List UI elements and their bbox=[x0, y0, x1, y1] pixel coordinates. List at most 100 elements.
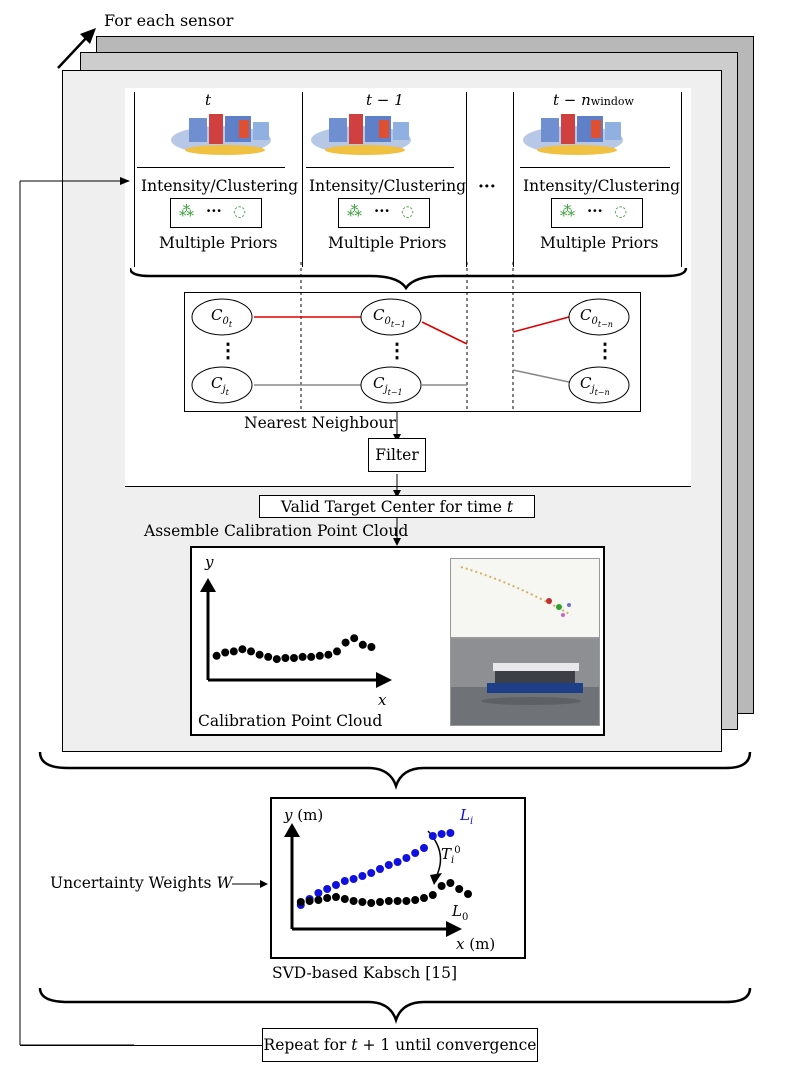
trajectory-photo bbox=[450, 558, 600, 638]
candidate-node bbox=[568, 366, 630, 404]
green-prior-icon: ◌ bbox=[614, 202, 628, 220]
calib-point bbox=[247, 647, 255, 656]
Li-point bbox=[358, 872, 367, 880]
lidar-scan-thumbnail bbox=[171, 114, 271, 155]
kabsch-y-axis-label: y (m) bbox=[284, 806, 324, 824]
priors-label: Multiple Priors bbox=[328, 234, 447, 252]
Li-point bbox=[384, 861, 393, 869]
calib-point bbox=[298, 652, 307, 661]
tracking-graph bbox=[191, 262, 630, 412]
L0-point bbox=[428, 891, 437, 899]
calib-caption: Calibration Point Cloud bbox=[198, 712, 383, 730]
method-label: Intensity/Clustering bbox=[523, 177, 681, 195]
L0-point bbox=[393, 897, 402, 905]
calib-point bbox=[350, 634, 359, 643]
Li-point bbox=[367, 869, 376, 877]
filter-box: Filter bbox=[368, 438, 426, 472]
frame-separator bbox=[513, 92, 514, 267]
repeat-label: Repeat for t + 1 until convergence bbox=[263, 1036, 537, 1054]
prior-ellipsis: ··· bbox=[206, 202, 222, 220]
calib-point bbox=[281, 654, 290, 662]
transform-label: Ti0 bbox=[441, 845, 461, 866]
L0-point bbox=[464, 890, 472, 898]
calib-cloud-chart bbox=[200, 578, 392, 688]
method-label: Intensity/Clustering bbox=[309, 177, 467, 195]
L0-point bbox=[420, 894, 428, 902]
L0-point bbox=[384, 897, 393, 905]
priors-box: ⁂ ··· ◌ bbox=[170, 198, 262, 228]
frame-time-label: t − nwindow bbox=[553, 91, 634, 109]
scan-brace bbox=[137, 167, 285, 168]
repeat-box: Repeat for t + 1 until convergence bbox=[262, 1028, 538, 1062]
panel-bottom-rule bbox=[125, 486, 691, 487]
calib-point bbox=[229, 647, 238, 656]
node-label: C0t bbox=[211, 306, 233, 329]
filter-label: Filter bbox=[375, 446, 419, 464]
Li-point bbox=[402, 854, 411, 862]
node-label: C0t−n bbox=[580, 306, 613, 329]
L0-point bbox=[446, 879, 455, 887]
green-prior-icon: ◌ bbox=[401, 202, 415, 220]
L0-point bbox=[305, 897, 314, 905]
lidar-scan-thumbnail bbox=[311, 114, 411, 155]
for-each-sensor-label: For each sensor bbox=[104, 11, 234, 30]
frame-separator bbox=[681, 92, 682, 267]
kabsch-x-axis-label: x (m) bbox=[456, 935, 496, 953]
Li-point bbox=[332, 881, 340, 889]
L0-point bbox=[332, 893, 340, 901]
calib-point bbox=[358, 640, 367, 649]
Li-label: Li bbox=[460, 806, 474, 827]
calib-point bbox=[367, 643, 376, 651]
calib-point bbox=[272, 655, 281, 664]
candidate-node bbox=[568, 298, 630, 336]
L0-point bbox=[437, 882, 446, 890]
weights-arrow bbox=[232, 880, 268, 888]
kabsch-brace bbox=[38, 987, 752, 1024]
calib-x-axis-label: x bbox=[378, 691, 387, 709]
L0-point bbox=[367, 899, 376, 907]
node-label: Cjt−n bbox=[580, 374, 610, 397]
for-each-arrow bbox=[57, 28, 96, 69]
boat-photo bbox=[450, 638, 600, 726]
nearest-neighbour-label: Nearest Neighbour bbox=[244, 414, 396, 432]
vertical-ellipsis: ⋮ bbox=[595, 338, 615, 362]
Li-point bbox=[323, 885, 332, 893]
calib-point bbox=[341, 638, 350, 647]
valid-target-label: Valid Target Center for time t bbox=[280, 497, 514, 516]
node-label: C0t−1 bbox=[373, 306, 406, 329]
scan-brace bbox=[306, 167, 454, 168]
kabsch-box bbox=[270, 797, 526, 959]
frame-gap-ellipsis: ··· bbox=[478, 177, 496, 197]
frame-separator bbox=[302, 92, 303, 267]
Li-point bbox=[437, 830, 446, 838]
method-label: Intensity/Clustering bbox=[141, 177, 299, 195]
calib-y-axis-label: y bbox=[205, 553, 214, 571]
calib-point bbox=[333, 647, 341, 656]
calib-point bbox=[324, 650, 333, 659]
calib-point bbox=[238, 645, 247, 654]
Li-point bbox=[420, 844, 428, 852]
calib-point bbox=[212, 651, 221, 660]
priors-label: Multiple Priors bbox=[540, 234, 659, 252]
calib-point bbox=[221, 648, 230, 657]
candidate-node bbox=[360, 298, 422, 336]
uncertainty-weights-label: Uncertainty Weights W bbox=[50, 874, 233, 892]
calib-point bbox=[315, 651, 324, 660]
Li-point bbox=[376, 865, 384, 873]
L0-point bbox=[402, 897, 411, 905]
priors-label: Multiple Priors bbox=[159, 234, 278, 252]
valid-target-box: Valid Target Center for time t bbox=[259, 495, 535, 518]
candidate-node bbox=[360, 366, 422, 404]
green-prior-icon: ⁂ bbox=[347, 202, 362, 220]
green-prior-icon: ⁂ bbox=[560, 202, 575, 220]
prior-ellipsis: ··· bbox=[374, 202, 390, 220]
L0-point bbox=[296, 898, 305, 906]
feedback-loop-line bbox=[19, 177, 134, 1046]
calib-point bbox=[290, 654, 298, 662]
L0-point bbox=[340, 895, 349, 903]
candidate-node bbox=[191, 298, 253, 336]
L0-point bbox=[455, 885, 464, 893]
sensors-brace bbox=[38, 751, 752, 790]
Li-point bbox=[446, 829, 455, 837]
green-prior-icon: ◌ bbox=[233, 202, 247, 220]
